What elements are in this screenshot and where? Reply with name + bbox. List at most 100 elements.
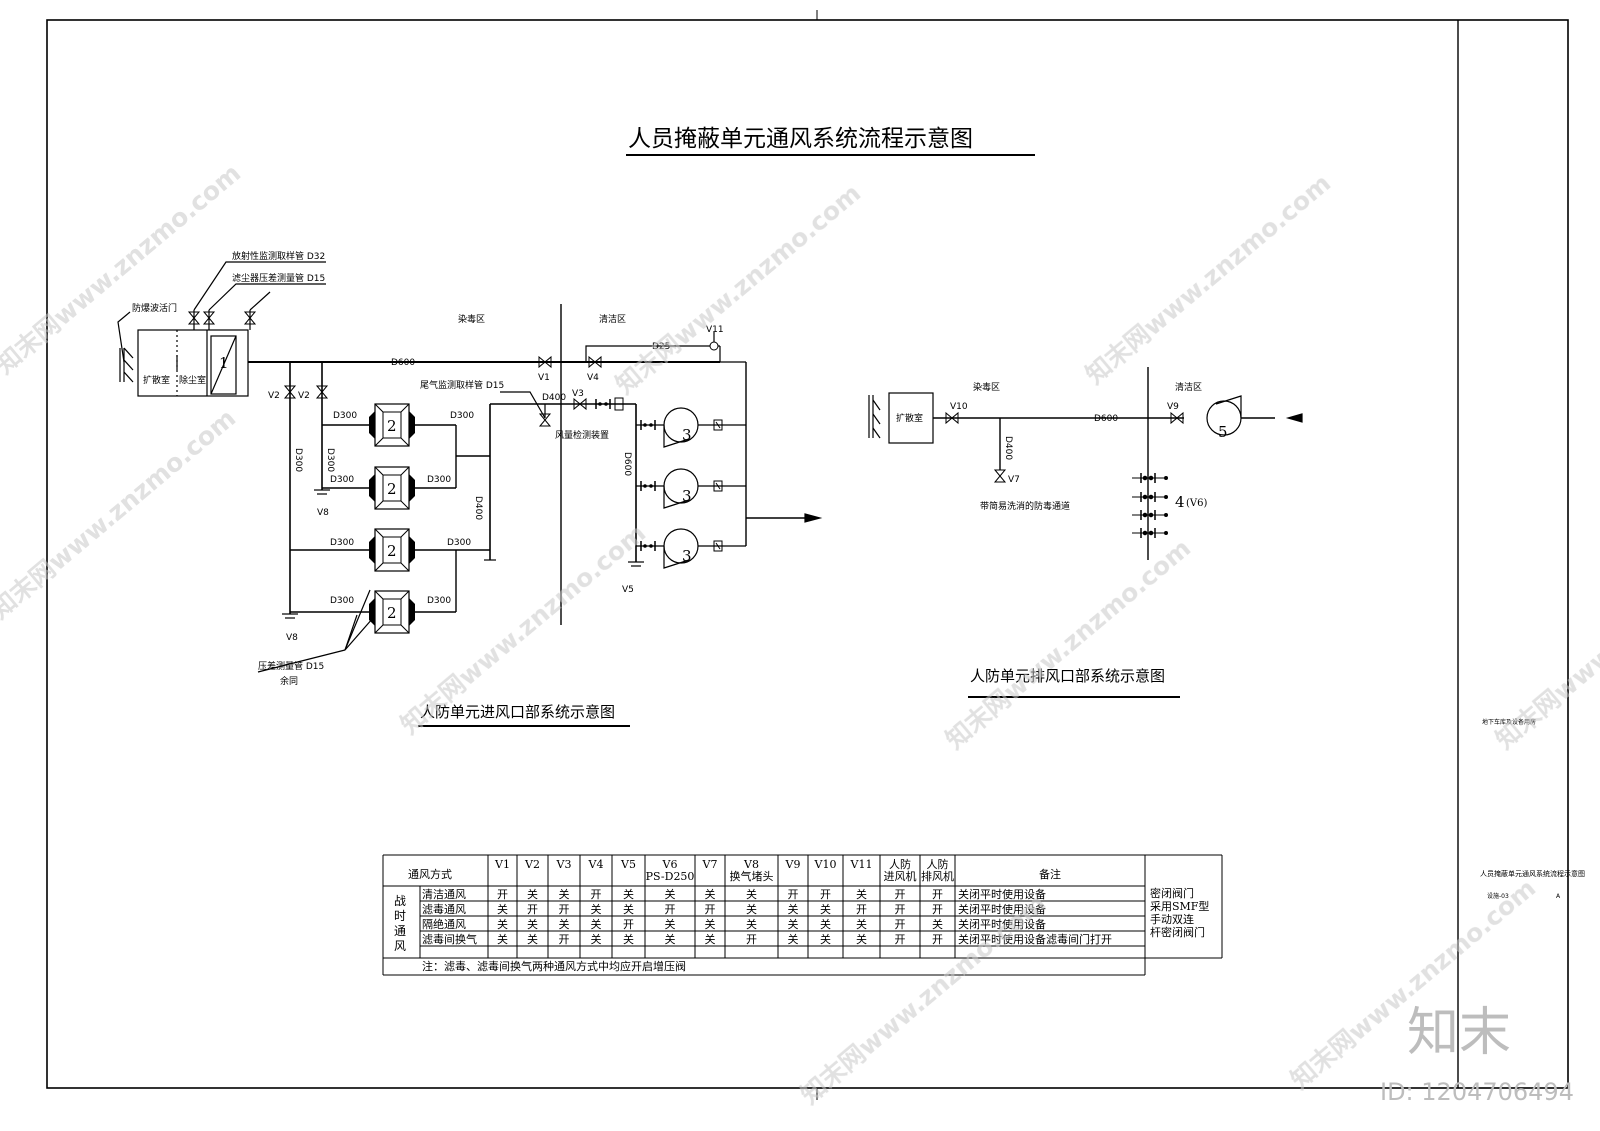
svg-text:除尘室: 除尘室 xyxy=(179,374,206,386)
table-row-name: 滤毒间换气 xyxy=(422,932,477,946)
svg-text:清洁区: 清洁区 xyxy=(599,313,626,325)
table-cell: 关 xyxy=(820,917,831,931)
svg-text:压差测量管 D15: 压差测量管 D15 xyxy=(258,660,324,672)
table-cell: 关 xyxy=(705,917,716,931)
intake-subtitle: 人防单元进风口部系统示意图 xyxy=(420,703,615,721)
table-cell: 关 xyxy=(497,917,508,931)
table-cell: 关 xyxy=(705,932,716,946)
exhaust-labels: 扩散室 染毒区 清洁区 V10 D600 V9 5 D400 V7 带简易洗消的… xyxy=(896,381,1228,698)
table-group-label: 战 xyxy=(394,894,406,908)
main-title: 人员掩蔽单元通风系统流程示意图 xyxy=(628,126,973,152)
svg-text:D300: D300 xyxy=(427,596,451,606)
table-side-note: 杆密闭阀门 xyxy=(1150,925,1205,939)
exhaust-symbols xyxy=(945,395,1242,539)
svg-text:3: 3 xyxy=(682,426,692,444)
table-cell: 开 xyxy=(623,918,634,931)
table-cell: 关 xyxy=(746,902,757,916)
svg-text:V11: V11 xyxy=(706,325,724,335)
svg-text:V5: V5 xyxy=(622,585,634,595)
table-cell: 关 xyxy=(856,917,867,931)
svg-text:D300: D300 xyxy=(330,475,354,485)
table-cell: 关 xyxy=(665,887,676,901)
svg-text:V7: V7 xyxy=(1008,475,1020,485)
svg-text:A: A xyxy=(1556,893,1561,900)
title-block: 地下车库及设备用房 人员掩蔽单元通风系统流程示意图 设施-03 A xyxy=(1480,718,1585,900)
table-cell: 关 xyxy=(788,932,799,946)
table-cell: 关 xyxy=(559,917,570,931)
table-cell: 开 xyxy=(591,888,602,901)
table-col-header: V2 xyxy=(524,858,540,871)
svg-text:防爆波活门: 防爆波活门 xyxy=(132,302,177,314)
svg-text:D25: D25 xyxy=(652,342,670,352)
table-col-header-2: PS-D250 xyxy=(646,870,695,883)
svg-text:D300: D300 xyxy=(427,475,451,485)
svg-text:带简易洗消的防毒通道: 带简易洗消的防毒通道 xyxy=(980,500,1070,512)
intake-system xyxy=(117,261,823,673)
table-col-header: V7 xyxy=(702,858,718,871)
svg-text:V3: V3 xyxy=(572,389,584,399)
table-cell: 开 xyxy=(497,888,508,901)
svg-text:D600: D600 xyxy=(391,358,415,368)
svg-text:扩散室: 扩散室 xyxy=(143,374,170,386)
table-cell: 关 xyxy=(746,917,757,931)
svg-text:人员掩蔽单元通风系统流程示意图: 人员掩蔽单元通风系统流程示意图 xyxy=(1480,869,1585,878)
svg-text:V8: V8 xyxy=(286,633,298,643)
exhaust-subtitle: 人防单元排风口部系统示意图 xyxy=(970,667,1165,685)
svg-text:滤尘器压差测量管 D15: 滤尘器压差测量管 D15 xyxy=(232,272,325,284)
table-col-header-2: 换气堵头 xyxy=(730,869,774,883)
table-cell: 关 xyxy=(527,917,538,931)
table-header-mode: 通风方式 xyxy=(408,867,452,881)
svg-text:知末网www.znzmo.com: 知末网www.znzmo.com xyxy=(610,178,866,399)
intake-labels: 防爆波活门 放射性监测取样管 D32 滤尘器压差测量管 D15 扩散室 除尘室 … xyxy=(132,250,724,727)
table-cell: 开 xyxy=(895,933,906,946)
table-cell: 开 xyxy=(932,903,943,916)
svg-text:D600: D600 xyxy=(1094,414,1118,424)
table-cell: 关 xyxy=(591,932,602,946)
table-col-header: V9 xyxy=(785,858,801,871)
table-col-header-2: 排风机 xyxy=(921,869,954,883)
table-row-note: 关闭平时使用设备 xyxy=(958,917,1046,931)
svg-text:D400: D400 xyxy=(1003,436,1013,460)
svg-text:知末网www.znzmo.com: 知末网www.znzmo.com xyxy=(1490,533,1600,754)
svg-text:D300: D300 xyxy=(447,538,471,548)
table-header-remark: 备注 xyxy=(1039,867,1061,881)
svg-text:V9: V9 xyxy=(1167,402,1179,412)
table-col-header: V1 xyxy=(494,858,510,871)
table-cell: 关 xyxy=(746,887,757,901)
table-cell: 关 xyxy=(856,932,867,946)
table-cell: 关 xyxy=(591,902,602,916)
id-watermark: ID: 1204706494 xyxy=(1380,1078,1574,1106)
table-cell: 开 xyxy=(895,903,906,916)
svg-text:尾气监测取样管 D15: 尾气监测取样管 D15 xyxy=(420,379,504,391)
svg-text:D300: D300 xyxy=(293,448,303,472)
table-cell: 关 xyxy=(665,917,676,931)
table-footnote: 注：滤毒、滤毒间换气两种通风方式中均应开启增压阀 xyxy=(422,959,686,973)
table-cell: 开 xyxy=(527,903,538,916)
table-cell: 关 xyxy=(623,932,634,946)
svg-text:D400: D400 xyxy=(542,393,566,403)
brand-watermark: 知末 xyxy=(1407,1003,1511,1063)
table-side-note: 采用SMF型 xyxy=(1150,899,1209,913)
svg-text:3: 3 xyxy=(682,487,692,505)
table-cell: 关 xyxy=(856,887,867,901)
svg-text:V2: V2 xyxy=(268,391,280,401)
svg-text:知末网www.znzmo.com: 知末网www.znzmo.com xyxy=(1080,168,1336,389)
table-col-header: V10 xyxy=(814,858,837,871)
table-col-header: 人防 xyxy=(927,857,949,871)
svg-text:D300: D300 xyxy=(450,411,474,421)
table-cell: 关 xyxy=(497,902,508,916)
svg-text:知末网www.znzmo.com: 知末网www.znzmo.com xyxy=(795,888,1051,1109)
table-cell: 关 xyxy=(497,932,508,946)
table-row-name: 清洁通风 xyxy=(422,888,466,901)
table-col-header: V3 xyxy=(556,858,572,871)
svg-text:V8: V8 xyxy=(317,508,329,518)
table-side-note: 手动双连 xyxy=(1150,912,1194,926)
table-cell: 开 xyxy=(932,933,943,946)
table-col-header: V6 xyxy=(662,858,678,871)
svg-text:5: 5 xyxy=(1218,423,1228,441)
table-group-label: 通 xyxy=(394,924,406,938)
svg-text:2: 2 xyxy=(387,417,397,435)
svg-text:风量检测装置: 风量检测装置 xyxy=(555,429,609,441)
table-col-header: 人防 xyxy=(889,857,911,871)
